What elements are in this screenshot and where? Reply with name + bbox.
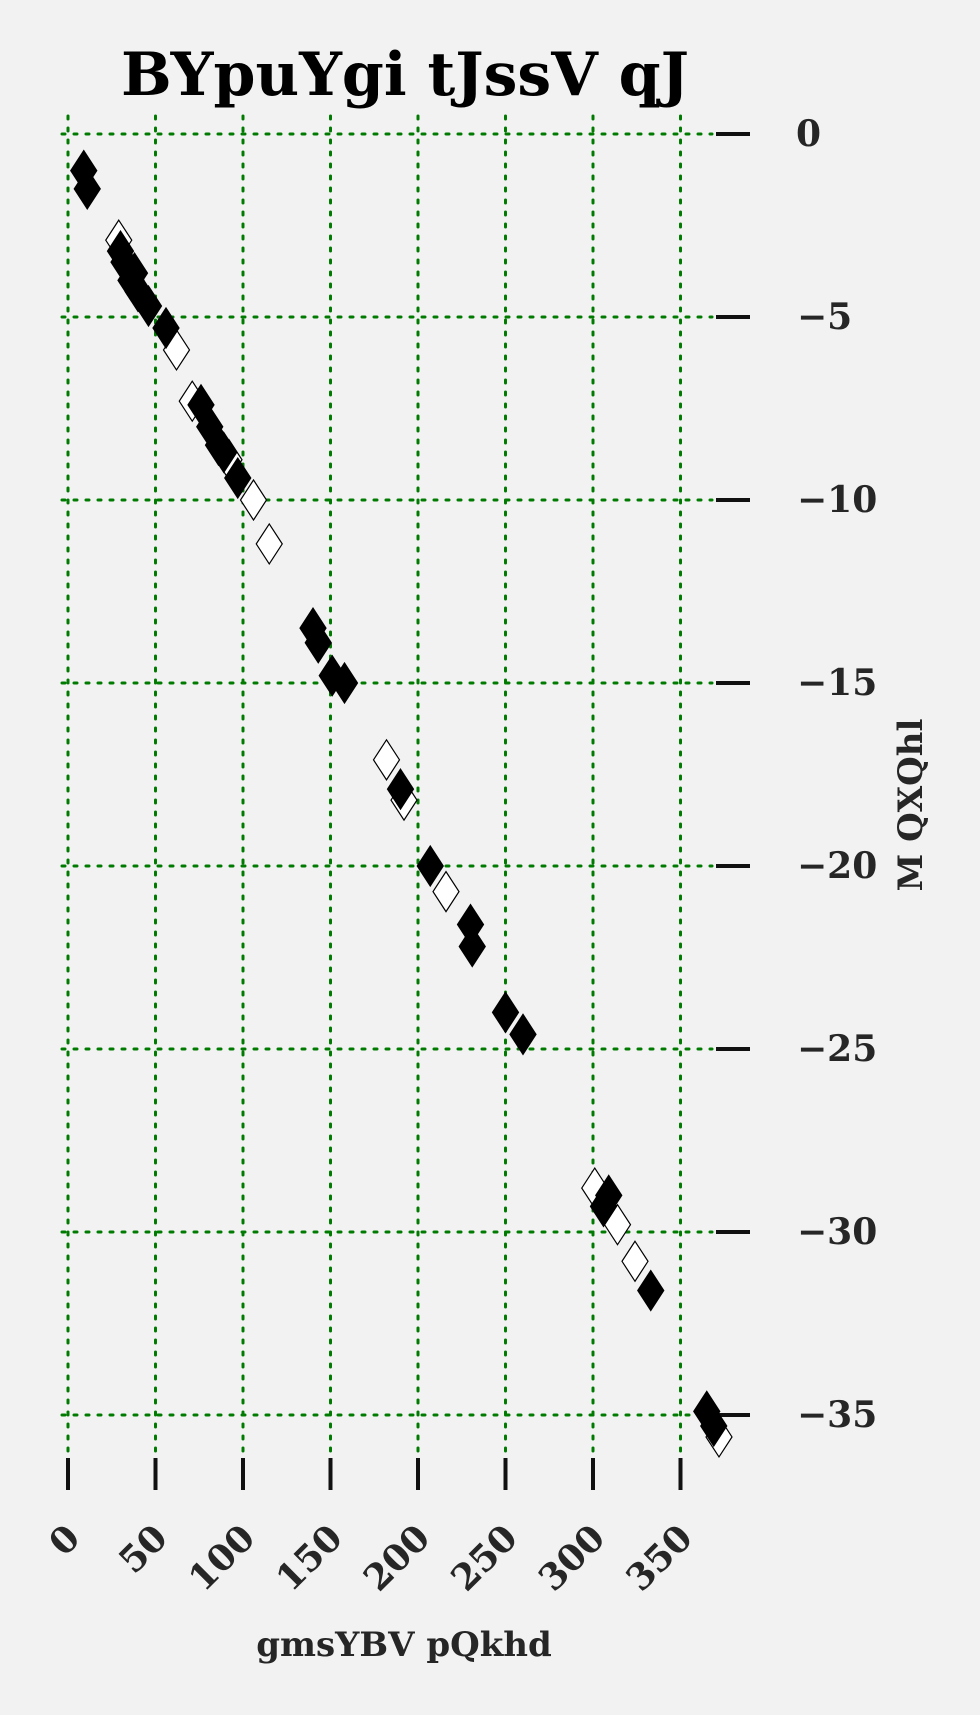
data-point-filled [458,925,486,968]
data-point-filled [509,1013,537,1056]
y-tick-label: −5 [797,296,852,338]
data-point-filled [595,1174,623,1217]
y-tick-label: 0 [796,113,821,155]
data-point-filled [73,167,101,211]
x-tick-label: 300 [531,1517,614,1600]
data-point-filled [637,1269,665,1312]
data-point-filled [224,456,252,500]
y-tick-label: −30 [797,1211,877,1253]
data-point-filled [134,284,163,328]
data-point-open [255,522,283,566]
data-point-filled [416,844,444,888]
x-tick-label: 100 [181,1517,264,1600]
y-tick-label: −35 [797,1394,877,1436]
grid-lines [60,114,714,1467]
x-tick-label: 200 [356,1517,439,1600]
x-tick-label: 150 [268,1517,351,1600]
y-tick-label: −25 [797,1028,877,1070]
y-tick-label: −10 [797,479,877,521]
data-point-open [239,478,268,522]
x-axis-label: gmsYBV pQkhd [256,1625,552,1665]
y-axis-label: M QXQhl [891,719,931,892]
y-tick-label: −15 [797,662,877,704]
x-tick-label: 350 [618,1517,701,1600]
x-tick-label: 50 [111,1517,176,1582]
data-point-filled [152,306,180,350]
data-point-filled [700,1404,728,1448]
x-tick-label: 250 [443,1517,526,1600]
data-point-filled [304,621,332,664]
data-point-open [372,738,401,781]
x-tick-label: 0 [41,1517,88,1564]
data-point-filled [210,431,238,474]
data-points [70,149,733,1459]
data-point-filled [330,661,359,705]
data-point-open [621,1240,649,1283]
data-point-open [432,870,460,913]
chart-title: BYpuYgi tJssV qJ [121,40,689,110]
data-point-filled [491,991,520,1034]
y-tick-label: −20 [797,845,877,887]
data-point-filled [386,768,415,811]
